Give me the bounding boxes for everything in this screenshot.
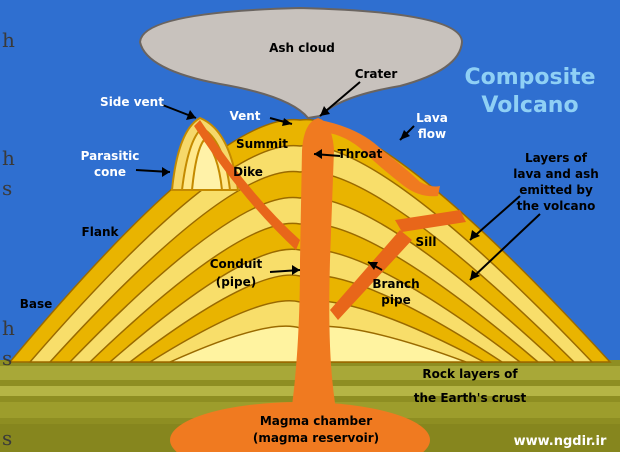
- label-side-vent: Side vent: [100, 95, 164, 109]
- edge-glyph-1: h: [2, 28, 15, 52]
- label-throat: Throat: [338, 147, 383, 161]
- label-base: Base: [20, 297, 53, 311]
- label-branch-pipe-line-1: Branch: [372, 277, 419, 291]
- label-sill: Sill: [416, 235, 437, 249]
- label-rock-layers-line-2: the Earth's crust: [414, 391, 527, 405]
- label-crater: Crater: [355, 67, 398, 81]
- edge-glyph-4: h: [2, 316, 15, 340]
- label-layers-line-4: the volcano: [517, 199, 596, 213]
- label-dike: Dike: [233, 165, 263, 179]
- edge-glyph-5: s: [2, 346, 12, 370]
- label-conduit-line-1: Conduit: [210, 257, 263, 271]
- label-magma-chamber-line-2: (magma reservoir): [253, 431, 379, 445]
- label-layers-line-2: lava and ash: [513, 167, 599, 181]
- label-conduit-line-2: (pipe): [216, 275, 256, 289]
- label-ash-cloud: Ash cloud: [269, 41, 335, 55]
- label-parasitic-cone-line-2: cone: [94, 165, 126, 179]
- label-branch-pipe-line-2: pipe: [381, 293, 410, 307]
- label-layers-line-3: emitted by: [519, 183, 593, 197]
- edge-glyph-6: s: [2, 426, 12, 450]
- label-flank: Flank: [82, 225, 120, 239]
- label-magma-chamber-line-1: Magma chamber: [260, 414, 372, 428]
- label-summit: Summit: [236, 137, 288, 151]
- label-lava-flow-line-1: Lava: [416, 111, 448, 125]
- title-line-2: Volcano: [481, 93, 578, 118]
- label-lava-flow-line-2: flow: [418, 127, 446, 141]
- label-parasitic-cone-line-1: Parasitic: [81, 149, 140, 163]
- edge-glyph-3: s: [2, 176, 12, 200]
- label-layers-line-1: Layers of: [525, 151, 588, 165]
- title-line-1: Composite: [464, 65, 595, 90]
- watermark: www.ngdir.ir: [514, 434, 607, 449]
- label-rock-layers-line-1: Rock layers of: [422, 367, 518, 381]
- edge-glyph-2: h: [2, 146, 15, 170]
- label-vent: Vent: [229, 109, 260, 123]
